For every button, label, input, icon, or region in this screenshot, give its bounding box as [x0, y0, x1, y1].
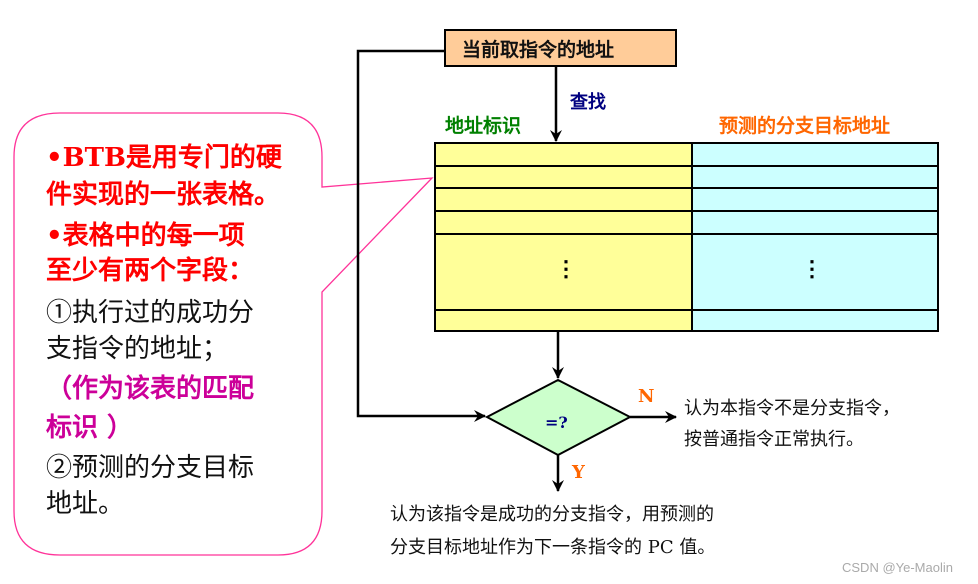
- ellipsis-right: ⋮: [801, 256, 823, 282]
- callout-bubble: [13, 112, 434, 556]
- predicted-target-header: 预测的分支目标地址: [719, 115, 891, 137]
- yes-text-2: 分支目标地址作为下一条指令的 PC 值。: [390, 537, 716, 558]
- callout-line: 标识 ）: [46, 413, 134, 443]
- feedback-line: [356, 49, 486, 422]
- ellipsis-left: ⋮: [555, 256, 577, 282]
- lookup-label: 查找: [570, 92, 606, 113]
- no-text-1: 认为本指令不是分支指令，: [684, 398, 900, 419]
- current-address-label: 当前取指令的地址: [462, 39, 615, 61]
- btb-table: [434, 142, 939, 332]
- compare-label: =?: [545, 413, 568, 432]
- watermark: CSDN @Ye-Maolin: [842, 560, 953, 575]
- callout-line: ①执行过的成功分: [46, 298, 255, 328]
- callout-line: 地址。: [46, 489, 125, 519]
- no-text-2: 按普通指令正常执行。: [684, 429, 864, 450]
- address-tag-header: 地址标识: [445, 115, 522, 137]
- callout-line: （作为该表的匹配: [46, 374, 255, 404]
- callout-line: 至少有两个字段：: [46, 256, 255, 286]
- yes-label: Y: [572, 462, 585, 483]
- callout-line: •表格中的每一项: [46, 221, 245, 251]
- callout-line: •BTB是用专门的硬: [46, 143, 282, 173]
- callout-line: ②预测的分支目标: [46, 453, 255, 483]
- current-address-box: [444, 29, 677, 67]
- yes-text-1: 认为该指令是成功的分支指令，用预测的: [390, 504, 714, 525]
- callout-line: 件实现的一张表格。: [46, 180, 281, 210]
- callout-line: 支指令的地址；: [46, 334, 229, 364]
- no-label: N: [638, 386, 655, 407]
